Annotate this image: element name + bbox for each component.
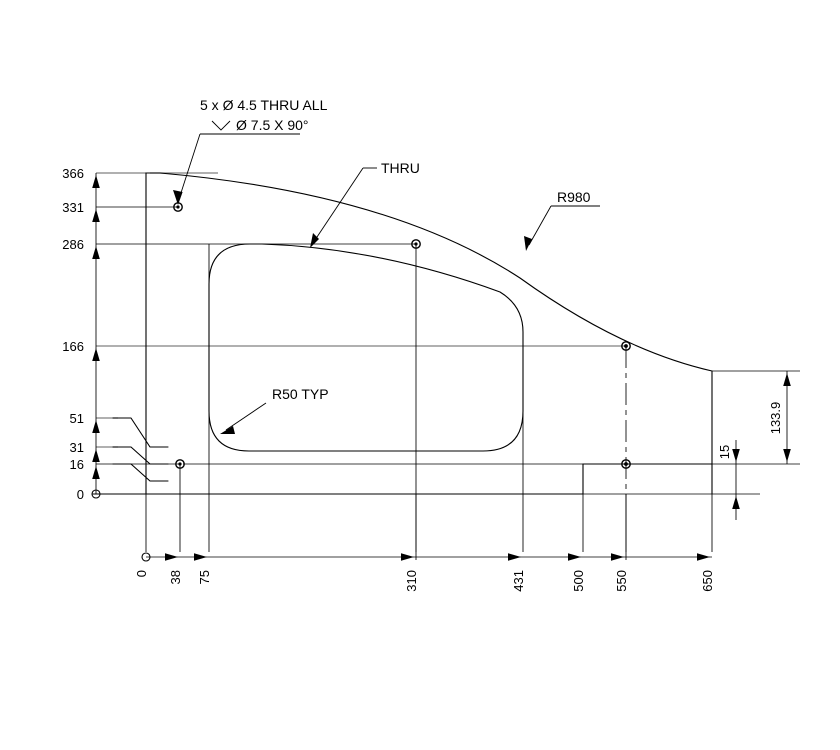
arrow-500 (568, 553, 581, 561)
rdim-label-133-9: 133.9 (768, 402, 783, 435)
vdim-label-31: 31 (70, 440, 84, 455)
arrow-310 (401, 553, 414, 561)
vdim-label-0: 0 (77, 487, 84, 502)
thru-annotation: THRU (310, 160, 420, 248)
hdim-label-310: 310 (404, 570, 419, 592)
arrow-650 (697, 553, 710, 561)
thru-leader (312, 167, 364, 244)
vdim-label-16: 16 (70, 457, 84, 472)
r50-arrowhead (220, 426, 235, 434)
origin-marker-vertical (91, 489, 101, 499)
countersink-icon (211, 120, 231, 131)
hdim-label-431: 431 (511, 570, 526, 592)
hdim-label-0: 0 (134, 570, 149, 577)
arrow-51 (92, 420, 100, 433)
hdim-label-38: 38 (168, 570, 183, 584)
outer-left-step-middle (112, 446, 169, 465)
callout-arrowhead (173, 190, 183, 205)
hole-550-166 (621, 341, 631, 351)
r980-leader (528, 205, 552, 246)
vertical-ordinate-dimensions: 366 331 286 166 51 31 16 0 (62, 166, 101, 502)
outer-left-step-lower (112, 463, 169, 482)
hole-callout-line2: Ø 7.5 X 90° (236, 117, 309, 133)
rdim-label-15: 15 (717, 445, 732, 459)
arrow-166 (92, 348, 100, 361)
rdim-15-arrow-top (732, 449, 740, 462)
outer-left-step-upper (112, 417, 169, 448)
arrow-31 (92, 449, 100, 462)
outer-arc-r980 (159, 172, 713, 372)
pocket-outline (208, 243, 524, 452)
thru-arrowhead (310, 233, 319, 248)
hole-550-16 (621, 459, 631, 469)
hdim-label-650: 650 (700, 570, 715, 592)
vdim-label-366: 366 (62, 166, 84, 181)
part-outline (92, 172, 713, 495)
r50-label: R50 TYP (272, 386, 329, 402)
origin-marker-horizontal (141, 552, 151, 562)
arrow-431 (508, 553, 521, 561)
hole-center-lines (415, 244, 712, 560)
hole-310-286 (411, 239, 421, 249)
arrow-16 (92, 466, 100, 479)
rdim-133-arrow-top (783, 373, 791, 386)
callout-leader (178, 133, 201, 200)
arrow-75 (194, 553, 207, 561)
r980-arrowhead (524, 236, 532, 251)
horizontal-extension-lines (96, 172, 712, 495)
hole-markers (173, 202, 631, 469)
hdim-label-500: 500 (571, 570, 586, 592)
thru-label: THRU (381, 160, 420, 176)
arrow-38 (165, 553, 178, 561)
arrow-366 (92, 175, 100, 188)
hdim-label-75: 75 (197, 570, 212, 584)
hole-callout-line1: 5 x Ø 4.5 THRU ALL (200, 97, 328, 113)
hole-callout-annotation: 5 x Ø 4.5 THRU ALL Ø 7.5 X 90° (173, 97, 328, 205)
vdim-label-51: 51 (70, 411, 84, 426)
hdim-label-550: 550 (614, 570, 629, 592)
vdim-label-286: 286 (62, 237, 84, 252)
vdim-label-166: 166 (62, 339, 84, 354)
r50-annotation: R50 TYP (220, 386, 329, 434)
rdim-133-arrow-bottom (783, 449, 791, 462)
right-side-dimensions: 133.9 15 (712, 370, 800, 520)
arrow-331 (92, 209, 100, 222)
rdim-15-arrow-bottom (732, 496, 740, 509)
r980-label: R980 (557, 189, 591, 205)
inner-pocket (208, 243, 524, 452)
r980-annotation: R980 (524, 189, 600, 251)
arrow-550 (611, 553, 624, 561)
arrow-286 (92, 246, 100, 259)
horizontal-ordinate-dimensions: 0 38 75 310 431 500 550 650 (134, 244, 715, 592)
vdim-label-331: 331 (62, 200, 84, 215)
r50-leader (225, 402, 267, 431)
